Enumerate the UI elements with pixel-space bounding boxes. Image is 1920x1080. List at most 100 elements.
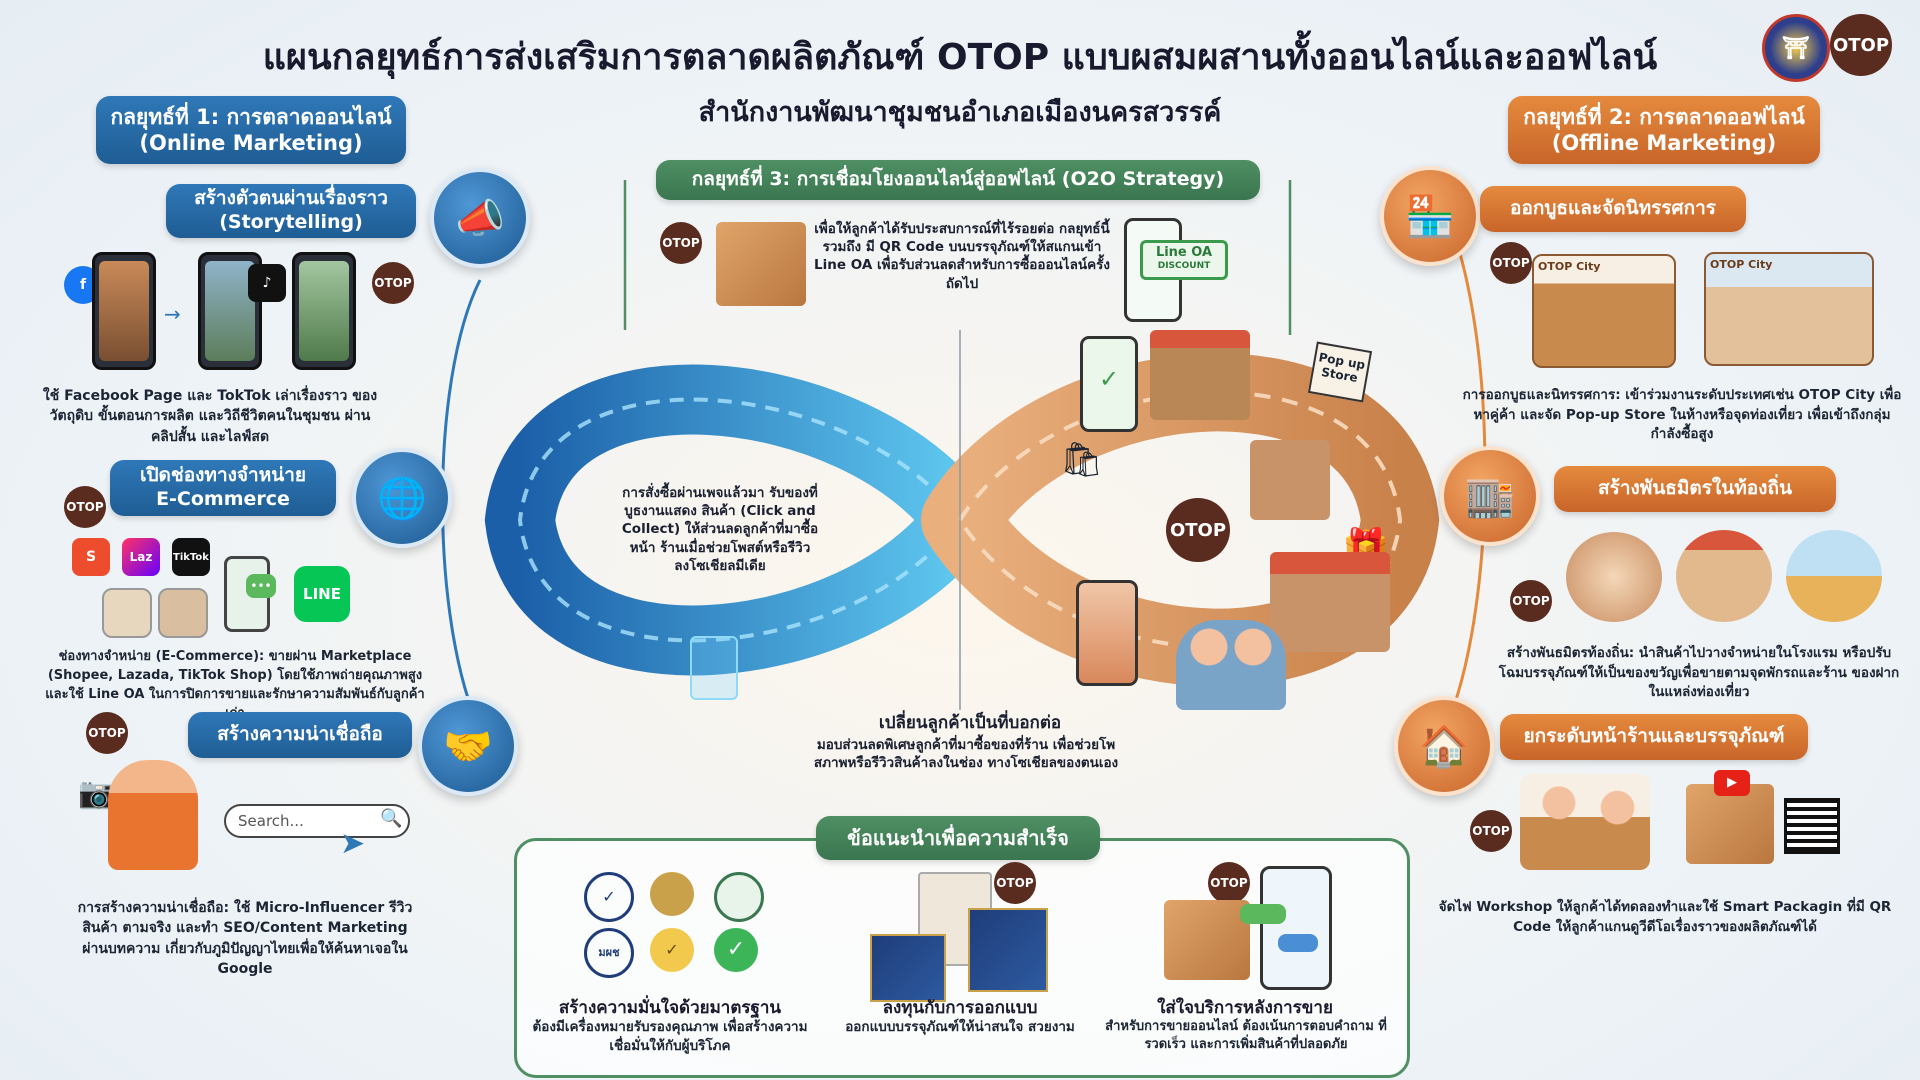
- otop-logo-text: OTOP: [1832, 34, 1890, 56]
- globe-cart-icon: 🌐: [352, 448, 452, 548]
- phone-hologram: [690, 636, 738, 700]
- booth-label: ออกบูธและจัดนิทรรศการ: [1480, 186, 1746, 232]
- booth-icon: 🏪: [1380, 166, 1480, 266]
- megaphone-icon: 📣: [430, 168, 530, 268]
- otop-city-booth-illustration: OTOP City: [1532, 254, 1676, 368]
- gold-medal-icon: ✓: [650, 928, 694, 972]
- shopping-bag-icon: 🛍: [1060, 440, 1104, 480]
- storefront-icon: 🏬: [1440, 446, 1540, 546]
- lazada-icon: Laz: [122, 538, 160, 576]
- booth-desc: การออกบูธและนิทรรศการ: เข้าร่วมงานระดับป…: [1462, 387, 1902, 443]
- ecommerce-desc: ช่องทางจำหน่าย (E-Commerce): ขายผ่าน Mar…: [45, 649, 425, 721]
- customers-illustration: [1176, 620, 1286, 710]
- partners-label: สร้างพันธมิตรในท้องถิ่น: [1554, 466, 1836, 512]
- line-app-icon: LINE: [294, 566, 350, 622]
- tip1-title: สร้างความมั่นใจด้วยมาตรฐาน: [558, 998, 782, 1018]
- cursor-pointer-icon: ➤: [340, 826, 366, 861]
- arrow-right-icon: →: [164, 302, 181, 326]
- storytelling-subtitle: (Storytelling): [219, 211, 363, 233]
- strategy1-subtitle: (Online Marketing): [139, 131, 363, 155]
- strategy1-title: กลยุทธ์ที่ 1: การตลาดออนไลน์: [110, 104, 392, 129]
- strategy2-header: กลยุทธ์ที่ 2: การตลาดออฟไลน์ (Offline Ma…: [1508, 96, 1820, 164]
- chat-bubble-icon: •••: [246, 574, 276, 598]
- center-otop-logo: OTOP: [1166, 498, 1230, 562]
- search-icon[interactable]: 🔍: [380, 808, 403, 829]
- otop-logo: OTOP: [1830, 14, 1892, 76]
- tip3-title: ใส่ใจบริการหลังการขาย: [1157, 998, 1333, 1018]
- chat-bubble-blue: [1278, 934, 1318, 952]
- line-oa-sublabel: DISCOUNT: [1157, 260, 1211, 271]
- booth-title: ออกบูธและจัดนิทรรศการ: [1510, 197, 1716, 220]
- mpc-badge-icon: มผช: [584, 928, 634, 978]
- storytelling-label: สร้างตัวตนผ่านเรื่องราว (Storytelling): [166, 184, 416, 238]
- photographer-illustration: [108, 760, 198, 870]
- trust-desc: การสร้างความน่าเชื่อถือ: ใช้ Micro-Influ…: [77, 900, 413, 977]
- strategy3-header: กลยุทธ์ที่ 3: การเชื่อมโยงออนไลน์สู่ออฟไ…: [656, 160, 1260, 200]
- shopee-icon: S: [72, 538, 110, 576]
- trust-title: สร้างความน่าเชื่อถือ: [217, 723, 383, 746]
- storytelling-desc: ใช้ Facebook Page และ TokTok เล่าเรื่องร…: [42, 388, 378, 445]
- packaging-title: ยกระดับหน้าร้านและบรรจุภัณฑ์: [1523, 725, 1785, 748]
- otop-badge: OTOP: [86, 712, 128, 754]
- packaging-desc: จัดไฟ Workshop ให้ลูกค้าได้ทดลองทำและใช้…: [1438, 899, 1892, 935]
- otop-badge: OTOP: [1510, 580, 1552, 622]
- government-seal-logo: ⛩: [1762, 14, 1830, 82]
- shop-packaging-icon: 🏠: [1394, 696, 1494, 796]
- otop-badge: OTOP: [994, 862, 1036, 904]
- strategy2-subtitle: (Offline Marketing): [1551, 131, 1777, 155]
- line-oa-label: Line OA: [1155, 245, 1213, 260]
- seal-icon: ⛩: [1782, 35, 1810, 61]
- otop-badge: OTOP: [1490, 242, 1532, 284]
- tiktok-icon: ♪: [248, 264, 286, 302]
- thai-pattern-box-2: [968, 908, 1048, 992]
- certification-badges: ✓ มผช ✓ ✓: [580, 872, 770, 982]
- search-input[interactable]: Search...: [224, 804, 410, 838]
- otop-badge: OTOP: [660, 222, 702, 264]
- chat-phone-icon: [1260, 866, 1332, 990]
- tip1-desc: ต้องมีเครื่องหมายรับรองคุณภาพ เพื่อสร้าง…: [532, 1019, 808, 1054]
- ecommerce-subtitle: E-Commerce: [156, 488, 290, 510]
- product-photo-bowl: [158, 588, 208, 638]
- referral-title: เปลี่ยนลูกค้าเป็นที่บอกต่อ: [878, 713, 1062, 733]
- tip2-title: ลงทุนกับการออกแบบ: [882, 998, 1038, 1018]
- popup-store-label: Pop up Store: [1317, 350, 1367, 386]
- royal-emblem-icon: [650, 872, 694, 916]
- booth-sign-2: OTOP City: [1710, 258, 1773, 271]
- green-check-icon: ✓: [714, 928, 758, 972]
- handshake-shield-icon: 🤝: [418, 696, 518, 796]
- tip2-desc: ออกแบบบรรจุภัณฑ์ให้น่าสนใจ สวยงาม: [845, 1019, 1075, 1035]
- line-oa-sign: Line OA DISCOUNT: [1140, 240, 1228, 280]
- qr-code-icon: [1784, 798, 1840, 854]
- youtube-icon: ▶: [1714, 770, 1750, 796]
- product-photo-pot: [102, 588, 152, 638]
- phone-story-1: [92, 252, 156, 370]
- tips-header: ข้อแนะนำเพื่อความสำเร็จ: [816, 816, 1100, 860]
- market-booth-illustration: [1270, 552, 1390, 652]
- pottery-workshop-illustration: [1520, 774, 1650, 870]
- souvenir-shop-illustration: [1676, 530, 1772, 622]
- otop-badge: OTOP: [1470, 810, 1512, 852]
- check-badge-icon: ✓: [584, 872, 634, 922]
- gas-station-illustration: [1786, 530, 1882, 622]
- partners-title: สร้างพันธมิตรในท้องถิ่น: [1598, 477, 1792, 500]
- ecommerce-label: เปิดช่องทางจำหน่าย E-Commerce: [110, 460, 336, 516]
- phone-story-3: [292, 252, 356, 370]
- parcel-box-icon: [716, 222, 806, 306]
- market-stall-illustration: [1150, 330, 1250, 420]
- trust-label: สร้างความน่าเชื่อถือ: [188, 712, 412, 758]
- booth-sign-1: OTOP City: [1538, 260, 1601, 273]
- shop-counter-illustration: [1250, 440, 1330, 520]
- strategy1-header: กลยุทธ์ที่ 1: การตลาดออนไลน์ (Online Mar…: [96, 96, 406, 164]
- popup-store-sign: Pop up Store: [1307, 341, 1373, 403]
- chat-bubble-green: [1240, 904, 1286, 924]
- halal-badge-icon: [714, 872, 764, 922]
- hotel-room-illustration: [1566, 532, 1662, 622]
- otop-badge: OTOP: [1208, 862, 1250, 904]
- phone-story-2: [198, 252, 262, 370]
- referral-desc: มอบส่วนลดพิเศษลูกค้าที่มาซื้อของที่ร้าน …: [813, 737, 1119, 772]
- thai-pattern-box-1: [870, 934, 946, 1002]
- tiktok-shop-icon: TikTok: [172, 538, 210, 576]
- storytelling-title: สร้างตัวตนผ่านเรื่องราว: [194, 187, 388, 210]
- page-title: แผนกลยุทธ์การส่งเสริมการตลาดผลิตภัณฑ์ OT…: [262, 37, 1658, 78]
- ecommerce-title: เปิดช่องทางจำหน่าย: [139, 464, 307, 487]
